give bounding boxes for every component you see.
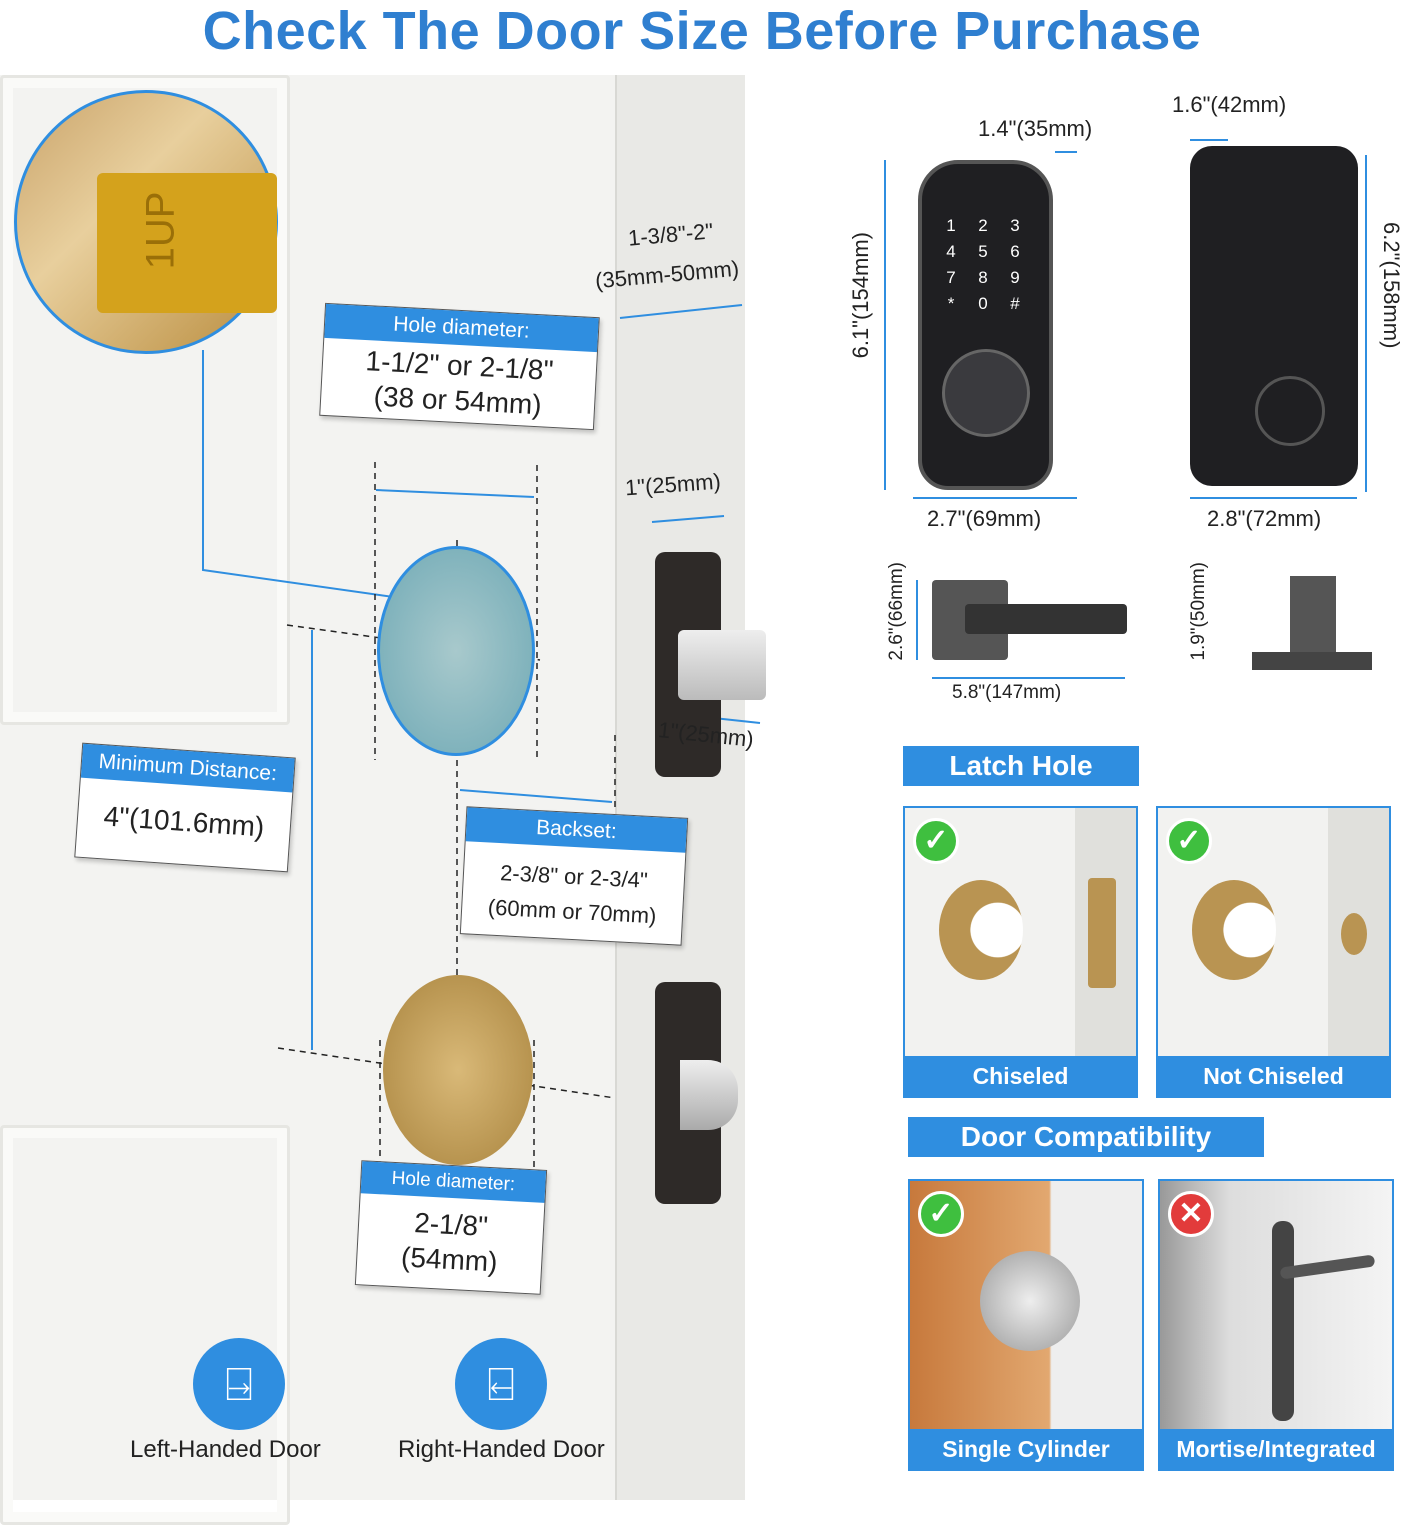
label-line: 4"(101.6mm): [102, 800, 266, 843]
lever-side-base: [1252, 652, 1372, 670]
lever-length: 5.8"(147mm): [952, 682, 1062, 703]
top-hole: [377, 546, 535, 756]
keypad-keys: 1 2 3 4 5 6 7 8 9 * 0 #: [936, 216, 1030, 314]
key: 0: [978, 294, 988, 313]
key: 7: [946, 268, 956, 287]
key: #: [1010, 294, 1020, 313]
min-distance-label: Minimum Distance: 4"(101.6mm): [74, 742, 296, 873]
right-handed-label: Right-Handed Door: [398, 1436, 605, 1463]
latch-hole-title: Latch Hole: [903, 746, 1139, 786]
bottom-hole-label: Hole diameter: 2-1/8" (54mm): [354, 1160, 548, 1295]
page-title: Check The Door Size Before Purchase: [202, 1, 1202, 61]
compat-mortise: ✕ Mortise/Integrated: [1158, 1179, 1394, 1471]
single-cylinder-label: Single Cylinder: [910, 1429, 1142, 1469]
top-hole-label: Hole diameter: 1-1/2" or 2-1/8" (38 or 5…: [319, 302, 600, 430]
lever-height: 2.6"(66mm): [886, 562, 907, 661]
key: 2: [978, 216, 988, 235]
key: 1: [946, 216, 956, 235]
check-icon: ✓: [918, 1191, 964, 1237]
key: 9: [1010, 268, 1020, 287]
x-icon: ✕: [1168, 1191, 1214, 1237]
left-handed-door-icon: ⍈: [193, 1338, 285, 1430]
not-chiseled-label: Not Chiseled: [1158, 1056, 1389, 1096]
lever-handle: [965, 604, 1127, 634]
latch-option-not-chiseled: ✓ Not Chiseled: [1156, 806, 1391, 1098]
interior-depth: 1.6"(42mm): [1172, 92, 1287, 117]
latch-zoom-circle: 1UP: [14, 90, 278, 354]
key: 3: [1010, 216, 1020, 235]
left-handed-label: Left-Handed Door: [130, 1436, 321, 1463]
check-icon: ✓: [1166, 818, 1212, 864]
lever-side: [1290, 576, 1336, 656]
interior-height: 6.2"(158mm): [1379, 222, 1404, 349]
label-line: (54mm): [400, 1241, 499, 1278]
interior-unit: [1190, 146, 1358, 486]
key: *: [947, 294, 955, 313]
latch-bolt: [680, 1060, 738, 1130]
keypad-depth: 1.4"(35mm): [978, 116, 1093, 141]
key: 5: [978, 242, 988, 261]
keypad-height: 6.1"(154mm): [848, 232, 873, 359]
key: 4: [946, 242, 956, 261]
chiseled-label: Chiseled: [905, 1056, 1136, 1096]
mortise-label: Mortise/Integrated: [1160, 1429, 1392, 1469]
key: 6: [1010, 242, 1020, 261]
right-handed-door-icon: ⍇: [455, 1338, 547, 1430]
compat-single-cylinder: ✓ Single Cylinder: [908, 1179, 1144, 1471]
key: 8: [978, 268, 988, 287]
keyhole-cylinder: [942, 349, 1030, 437]
check-icon: ✓: [913, 818, 959, 864]
bottom-hole: [383, 975, 533, 1165]
lever-projection: 1.9"(50mm): [1188, 562, 1209, 661]
backset-label: Backset: 2-3/8" or 2-3/4" (60mm or 70mm): [459, 806, 689, 946]
interior-width: 2.8"(72mm): [1207, 506, 1322, 531]
keypad-exterior: 1 2 3 4 5 6 7 8 9 * 0 #: [918, 160, 1053, 490]
deadbolt: [678, 630, 766, 700]
door-panel: [0, 75, 290, 725]
keypad-width: 2.7"(69mm): [927, 506, 1042, 531]
door-compat-title: Door Compatibility: [908, 1117, 1264, 1157]
latch-option-chiseled: ✓ Chiseled: [903, 806, 1138, 1098]
